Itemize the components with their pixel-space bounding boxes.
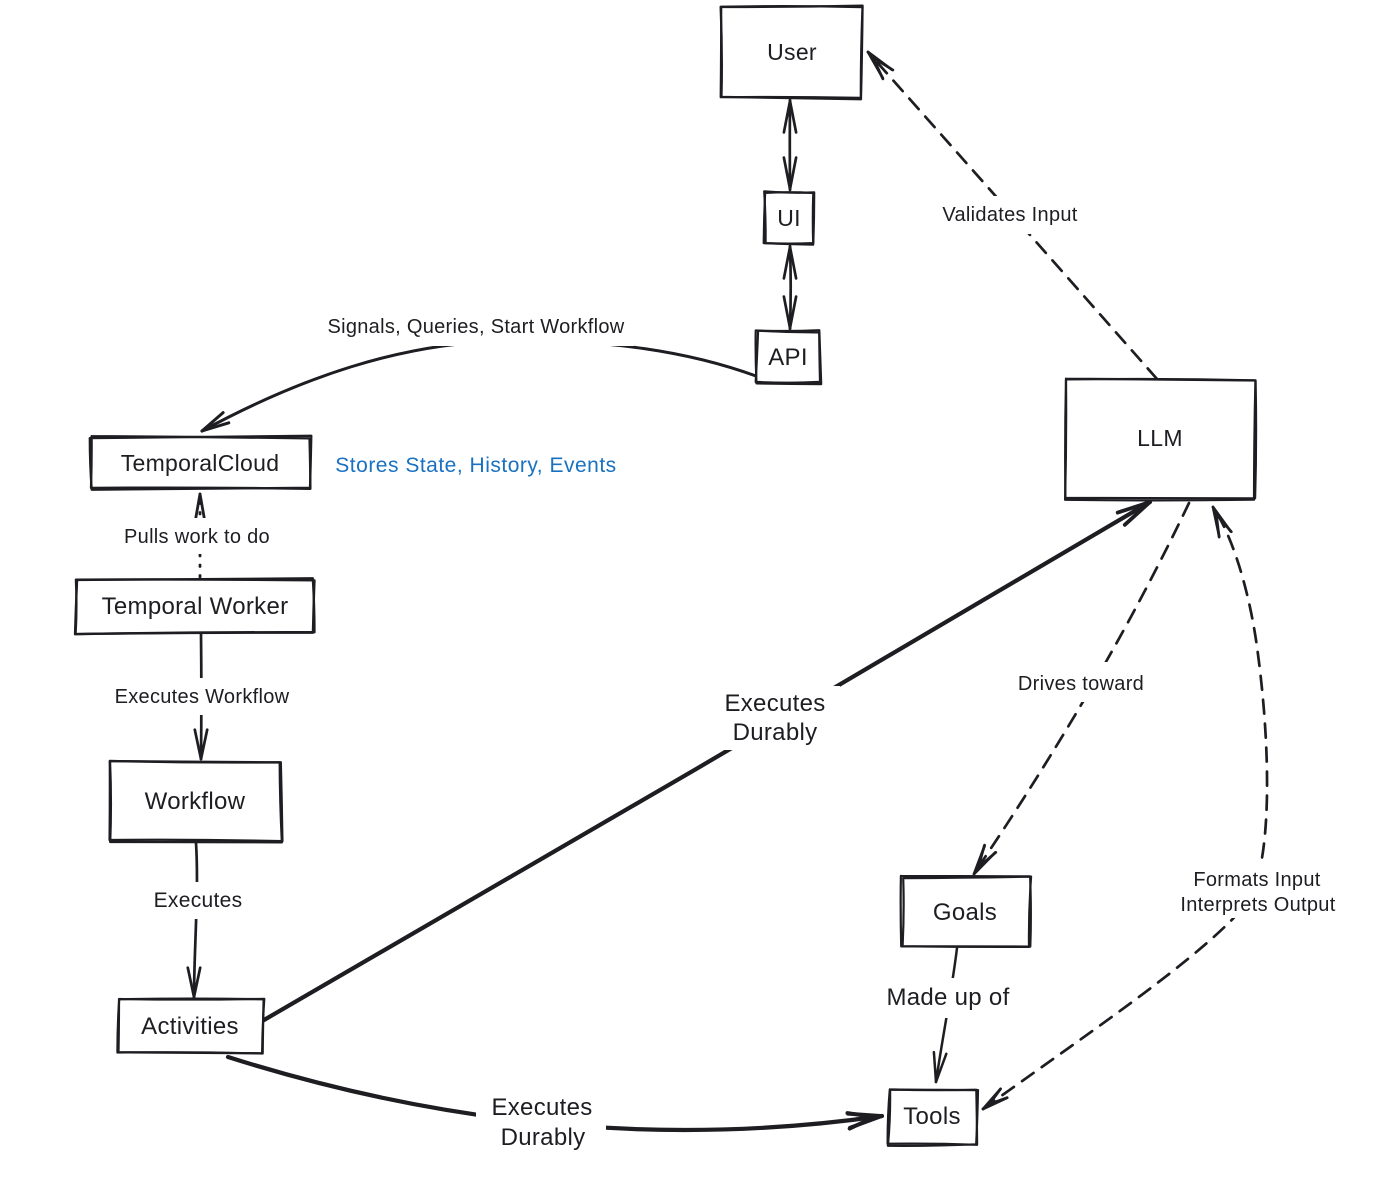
svg-text:Interprets Output: Interprets Output (1180, 894, 1335, 916)
svg-text:Tools: Tools (903, 1103, 961, 1130)
svg-text:TemporalCloud: TemporalCloud (121, 450, 280, 476)
svg-text:Executes: Executes (154, 889, 243, 912)
svg-text:Executes: Executes (491, 1094, 592, 1121)
svg-text:Made up of: Made up of (886, 984, 1009, 1011)
svg-text:Stores State, History, Events: Stores State, History, Events (335, 454, 616, 477)
svg-text:LLM: LLM (1137, 425, 1183, 451)
svg-text:Goals: Goals (933, 899, 997, 926)
svg-text:Validates Input: Validates Input (942, 204, 1077, 226)
svg-text:API: API (768, 344, 808, 371)
svg-text:Drives toward: Drives toward (1018, 673, 1144, 695)
svg-text:UI: UI (777, 205, 801, 231)
svg-text:Formats Input: Formats Input (1193, 869, 1320, 891)
svg-text:Durably: Durably (501, 1124, 586, 1151)
svg-text:Executes: Executes (724, 690, 825, 717)
svg-text:Workflow: Workflow (145, 788, 246, 815)
svg-text:Executes Workflow: Executes Workflow (115, 686, 290, 708)
svg-text:Signals, Queries, Start Workfl: Signals, Queries, Start Workflow (327, 316, 624, 338)
svg-text:Activities: Activities (141, 1013, 239, 1040)
svg-text:Durably: Durably (733, 719, 818, 746)
svg-text:User: User (767, 39, 817, 65)
svg-text:Temporal Worker: Temporal Worker (102, 593, 289, 620)
svg-text:Pulls work to do: Pulls work to do (124, 526, 270, 548)
